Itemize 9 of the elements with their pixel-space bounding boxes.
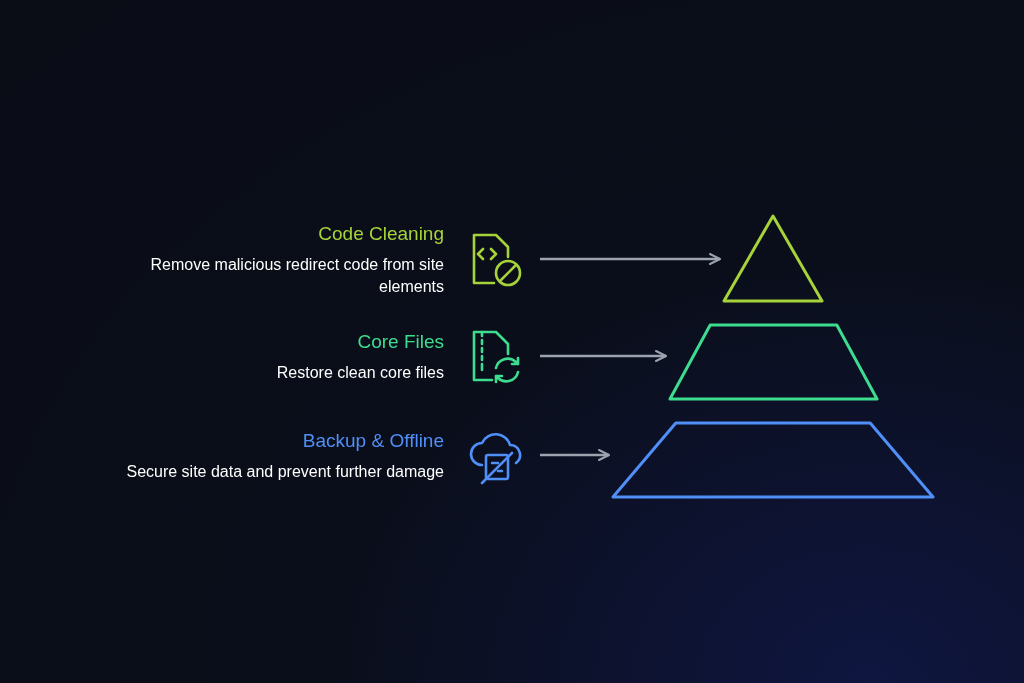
step-heading: Core Files [357, 330, 444, 354]
arrow [540, 350, 667, 362]
step-description: Remove malicious redirect code from site elements [149, 255, 444, 297]
step-heading: Backup & Offline [302, 429, 444, 453]
step-description: Secure site data and prevent further damage [126, 462, 444, 482]
arrow [540, 253, 721, 265]
step-heading: Code Cleaning [318, 222, 444, 246]
arrow [540, 449, 610, 461]
step-description: Restore clean core files [276, 363, 444, 383]
